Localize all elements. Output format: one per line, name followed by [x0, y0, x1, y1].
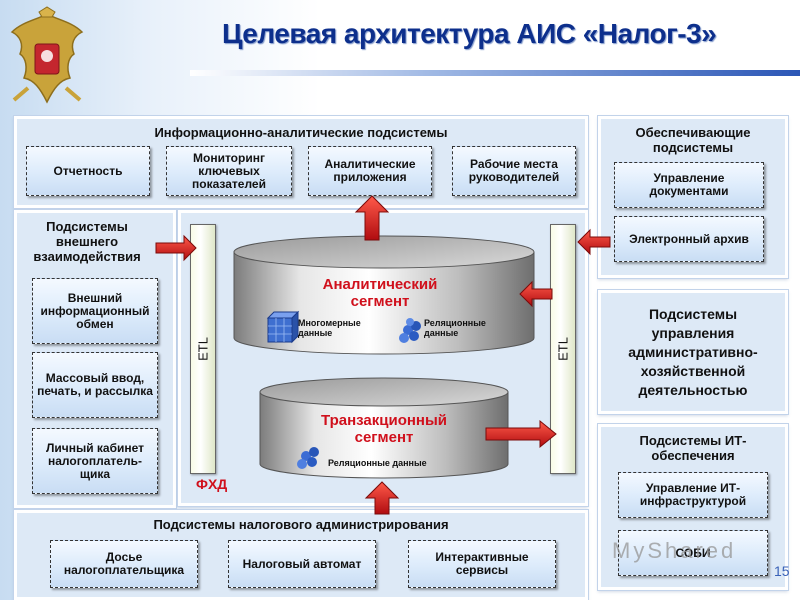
it-infrastructure-box[interactable]: Управление ИТ-инфраструктурой — [618, 472, 768, 518]
tax-automaton-box[interactable]: Налоговый автомат — [228, 540, 376, 588]
sobi-box[interactable]: СОБИ — [618, 530, 768, 576]
fxd-label: ФХД — [196, 476, 228, 492]
admin-panel: Подсистемы управления административно-хо… — [598, 290, 788, 414]
analytic-apps-box[interactable]: Аналитические приложения — [308, 146, 432, 196]
interactive-services-box[interactable]: Интерактивные сервисы — [408, 540, 556, 588]
document-management-box[interactable]: Управление документами — [614, 162, 764, 208]
title-underline — [190, 70, 800, 76]
etl-left-bar: ETL — [190, 224, 216, 474]
executive-workstations-box[interactable]: Рабочие места руководителей — [452, 146, 576, 196]
relational-data-label: Реляционные данные — [424, 318, 486, 338]
etl-right-label: ETL — [555, 337, 571, 361]
tax-admin-title: Подсистемы налогового администрирования — [153, 517, 449, 532]
coat-of-arms-emblem — [10, 6, 84, 104]
taxpayer-dossier-box[interactable]: Досье налогоплательщика — [50, 540, 198, 588]
it-title: Подсистемы ИТ-обеспечения — [639, 433, 747, 463]
page-title: Целевая архитектура АИС «Налог-3» — [222, 18, 717, 49]
analytic-segment-label: Аналитический сегмент — [322, 276, 438, 310]
multidimensional-data-label: Многомерные данные — [298, 318, 361, 338]
external-exchange-box[interactable]: Внешний информационный обмен — [32, 278, 158, 344]
external-title: Подсистемы внешнего взаимодействия — [33, 219, 141, 264]
taxpayer-cabinet-box[interactable]: Личный кабинет налогоплатель-щика — [32, 428, 158, 494]
admin-title: Подсистемы управления административно-хо… — [628, 306, 758, 398]
reporting-box[interactable]: Отчетность — [26, 146, 150, 196]
support-title: Обеспечивающие подсистемы — [635, 125, 751, 155]
mass-input-box[interactable]: Массовый ввод, печать, и рассылка — [32, 352, 158, 418]
kpi-monitoring-box[interactable]: Мониторинг ключевых показателей — [166, 146, 292, 196]
electronic-archive-box[interactable]: Электронный архив — [614, 216, 764, 262]
watermark: МyShared — [612, 538, 737, 563]
transaction-segment-label: Транзакционный сегмент — [320, 412, 448, 446]
etl-left-label: ETL — [195, 337, 211, 361]
slide-number: 15 — [774, 563, 790, 579]
info-analytic-title: Информационно-аналитические подсистемы — [154, 125, 448, 140]
etl-right-bar: ETL — [550, 224, 576, 474]
transaction-relational-label: Реляционные данные — [328, 458, 427, 468]
